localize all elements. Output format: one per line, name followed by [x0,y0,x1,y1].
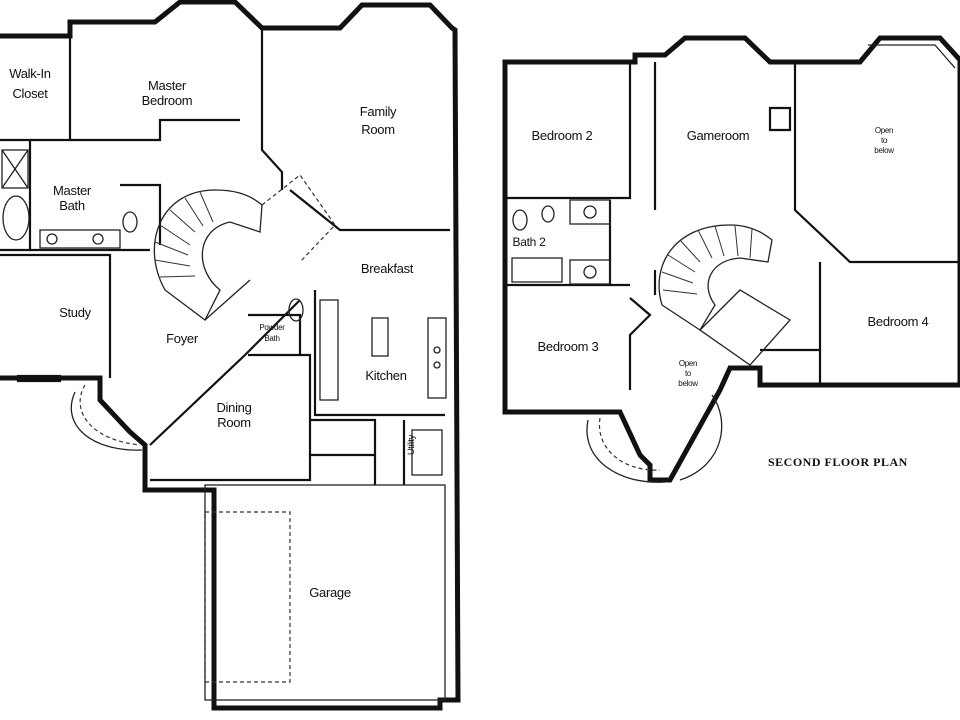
bath-2-fixtures [511,199,611,285]
first-floor-spiral-stair [153,174,336,321]
gameroom-label: Gameroom [687,128,750,143]
first-floor-interior-walls [0,28,450,485]
kitchen-fixtures [319,299,447,476]
utility-label: Utility [406,434,416,455]
study-label: Study [59,305,92,320]
entry-bay-arc [70,391,143,451]
powder-bath-toilet [288,298,304,322]
first-floor-outer-wall [0,0,461,711]
second-floor-plan-title: SECOND FLOOR PLAN [768,455,908,469]
open-below-curve [679,394,723,481]
study-window [16,374,62,383]
garage-dashed-outline [204,511,291,683]
garage-slab [204,484,446,701]
bedroom-4-label: Bedroom 4 [868,314,929,329]
second-floor-outer-wall [502,35,960,483]
second-floor-entry-bay [586,419,666,483]
bedroom-2-label: Bedroom 2 [532,128,593,143]
foyer-label: Foyer [166,331,199,346]
kitchen-label: Kitchen [365,368,406,383]
second-floor-entry-bay-dashed [598,417,661,471]
bedroom-3-label: Bedroom 3 [538,339,599,354]
second-floor-bay-outline [868,44,956,69]
second-floor-spiral-stair [658,224,792,366]
second-floor-interior-walls [505,62,960,390]
bath-2-label: Bath 2 [513,235,547,249]
master-bath-fixtures [1,149,138,249]
entry-bay-dashed [79,384,141,446]
garage-label: Garage [309,585,351,600]
breakfast-label: Breakfast [361,261,414,276]
